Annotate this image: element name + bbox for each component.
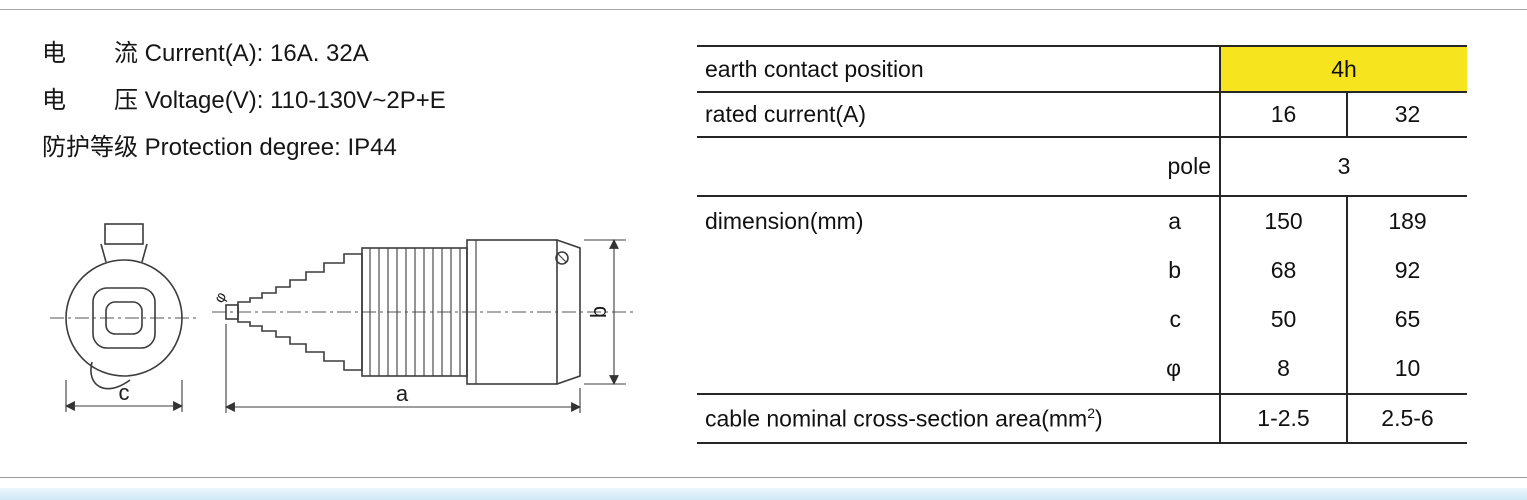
spec-voltage: 电 压 Voltage(V): 110-130V~2P+E [42, 87, 446, 114]
cable-section-32: 2.5-6 [1347, 394, 1467, 444]
dimension-c-16: 50 [1220, 295, 1348, 344]
body-outline [65, 259, 183, 377]
top-rule [0, 9, 1527, 10]
dimension-a-16: 150 [1220, 196, 1348, 246]
connector-side-view-drawing: φ a b [212, 239, 637, 413]
row-earth-contact: earth contact position 4h [697, 45, 1467, 93]
pole-label: pole [697, 137, 1221, 197]
dimension-b-16: 68 [1220, 246, 1348, 295]
rated-current-label: rated current(A) [697, 92, 1221, 138]
row-rated-current: rated current(A) 16 32 [697, 92, 1467, 138]
bottom-strip [0, 488, 1527, 500]
cable-section-label: cable nominal cross-section area(mm2) [697, 394, 1221, 444]
grip-ribs [369, 248, 461, 376]
row-dimension-b: b 68 92 [697, 246, 1467, 295]
row-cable-section: cable nominal cross-section area(mm2) 1-… [697, 394, 1467, 444]
dimension-sub-a: a [1168, 208, 1181, 234]
row-pole: pole 3 [697, 137, 1467, 197]
dim-label-b: b [586, 306, 611, 318]
dimension-b-32: 92 [1394, 257, 1421, 283]
screw-head [555, 251, 569, 265]
body-tail [90, 361, 131, 390]
latch-tab [104, 223, 144, 245]
rated-current-32: 32 [1347, 92, 1467, 138]
socket-face [92, 287, 156, 349]
cable-section-16: 1-2.5 [1220, 394, 1348, 444]
product-specs: 电 流 Current(A): 16A. 32A 电 压 Voltage(V):… [42, 30, 682, 171]
bottom-rule [0, 477, 1527, 478]
row-dimension-phi: φ 8 10 [697, 344, 1467, 395]
housing [466, 239, 558, 385]
connector-front-view-drawing: c [50, 223, 200, 412]
earth-contact-label: earth contact position [697, 45, 1221, 93]
dimension-a-32: 189 [1388, 208, 1427, 234]
socket-recess [105, 301, 143, 335]
dimension-c-32: 65 [1394, 306, 1421, 332]
pole-value: 3 [1220, 137, 1467, 197]
spec-protection: 防护等级 Protection degree: IP44 [42, 134, 397, 161]
dimension-phi-32: 10 [1347, 344, 1467, 395]
earth-contact-value: 4h [1220, 45, 1467, 93]
dim-label-a: a [396, 381, 409, 406]
dimension-sub-b: b [1168, 257, 1181, 283]
row-dimension-a: dimension(mm) a 150 189 [697, 196, 1467, 246]
phi-label: φ [212, 289, 230, 306]
spec-table: earth contact position 4h rated current(… [697, 45, 1467, 444]
rated-current-16: 16 [1220, 92, 1348, 138]
dimension-label: dimension(mm) [705, 208, 864, 234]
dim-label-c: c [119, 380, 130, 405]
row-dimension-c: c 50 65 [697, 295, 1467, 344]
spec-current: 电 流 Current(A): 16A. 32A [42, 40, 369, 67]
dimension-sub-phi: φ [1166, 355, 1181, 381]
dimension-sub-c: c [1169, 306, 1182, 332]
end-cap [556, 239, 581, 385]
dimension-phi-16: 8 [1220, 344, 1348, 395]
